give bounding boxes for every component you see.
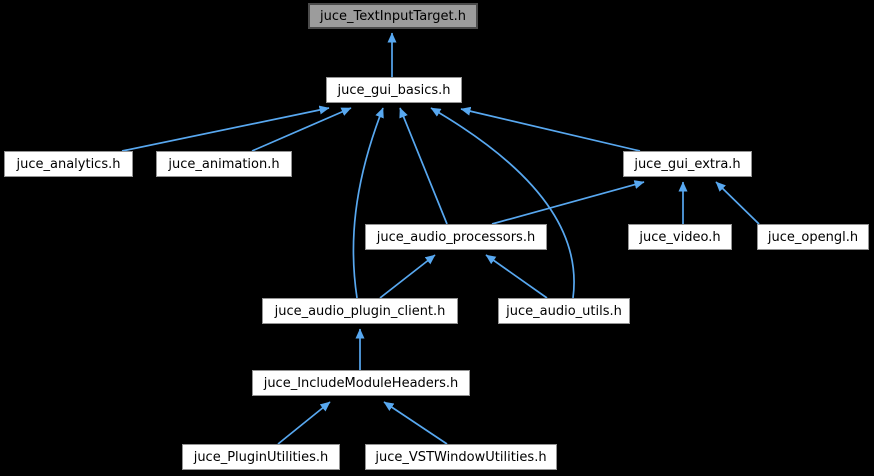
node-label: juce_video.h — [639, 229, 721, 245]
node-label: juce_audio_utils.h — [506, 303, 622, 319]
node-juce_gui_extra[interactable]: juce_gui_extra.h — [623, 151, 752, 177]
node-juce_video[interactable]: juce_video.h — [628, 224, 732, 250]
node-label: juce_PluginUtilities.h — [193, 449, 329, 465]
edge-juce_PluginUtilities-to-juce_IncludeModuleHeaders — [277, 401, 331, 445]
edge-juce_gui_extra-to-juce_gui_basics — [460, 106, 641, 152]
edge-juce_audio_utils-to-juce_gui_basics — [430, 107, 575, 299]
node-label: juce_audio_processors.h — [376, 229, 536, 245]
node-label: juce_gui_basics.h — [337, 82, 451, 98]
node-label: juce_analytics.h — [16, 156, 121, 172]
edge-juce_audio_processors-to-juce_gui_extra — [491, 180, 645, 225]
edge-juce_audio_utils-to-juce_audio_processors — [485, 254, 548, 299]
node-label: juce_gui_extra.h — [634, 156, 741, 172]
node-juce_gui_basics[interactable]: juce_gui_basics.h — [326, 77, 462, 103]
edge-juce_audio_plugin_client-to-juce_audio_processors — [379, 254, 436, 299]
node-juce_IncludeModuleHeaders[interactable]: juce_IncludeModuleHeaders.h — [252, 370, 470, 396]
node-juce_audio_utils[interactable]: juce_audio_utils.h — [498, 298, 630, 324]
edge-juce_audio_processors-to-juce_gui_basics — [399, 107, 448, 225]
node-label: juce_animation.h — [168, 156, 280, 172]
node-juce_opengl[interactable]: juce_opengl.h — [757, 224, 869, 250]
node-label: juce_opengl.h — [767, 229, 859, 245]
node-juce_TextInputTarget[interactable]: juce_TextInputTarget.h — [308, 3, 478, 29]
node-label: juce_VSTWindowUtilities.h — [375, 449, 547, 465]
node-juce_audio_processors[interactable]: juce_audio_processors.h — [365, 224, 547, 250]
edge-juce_audio_plugin_client-to-juce_gui_basics — [352, 107, 384, 299]
edge-juce_analytics-to-juce_gui_basics — [121, 105, 330, 152]
edge-juce_opengl-to-juce_gui_extra — [715, 181, 760, 225]
node-juce_VSTWindowUtilities[interactable]: juce_VSTWindowUtilities.h — [365, 444, 557, 470]
node-juce_PluginUtilities[interactable]: juce_PluginUtilities.h — [182, 444, 340, 470]
edge-juce_animation-to-juce_gui_basics — [251, 107, 352, 152]
node-juce_analytics[interactable]: juce_analytics.h — [4, 151, 133, 177]
node-juce_animation[interactable]: juce_animation.h — [156, 151, 292, 177]
edge-juce_VSTWindowUtilities-to-juce_IncludeModuleHeaders — [383, 401, 448, 445]
node-label: juce_TextInputTarget.h — [319, 8, 467, 24]
node-label: juce_audio_plugin_client.h — [274, 303, 446, 319]
node-juce_audio_plugin_client[interactable]: juce_audio_plugin_client.h — [262, 298, 458, 324]
node-label: juce_IncludeModuleHeaders.h — [263, 375, 459, 391]
